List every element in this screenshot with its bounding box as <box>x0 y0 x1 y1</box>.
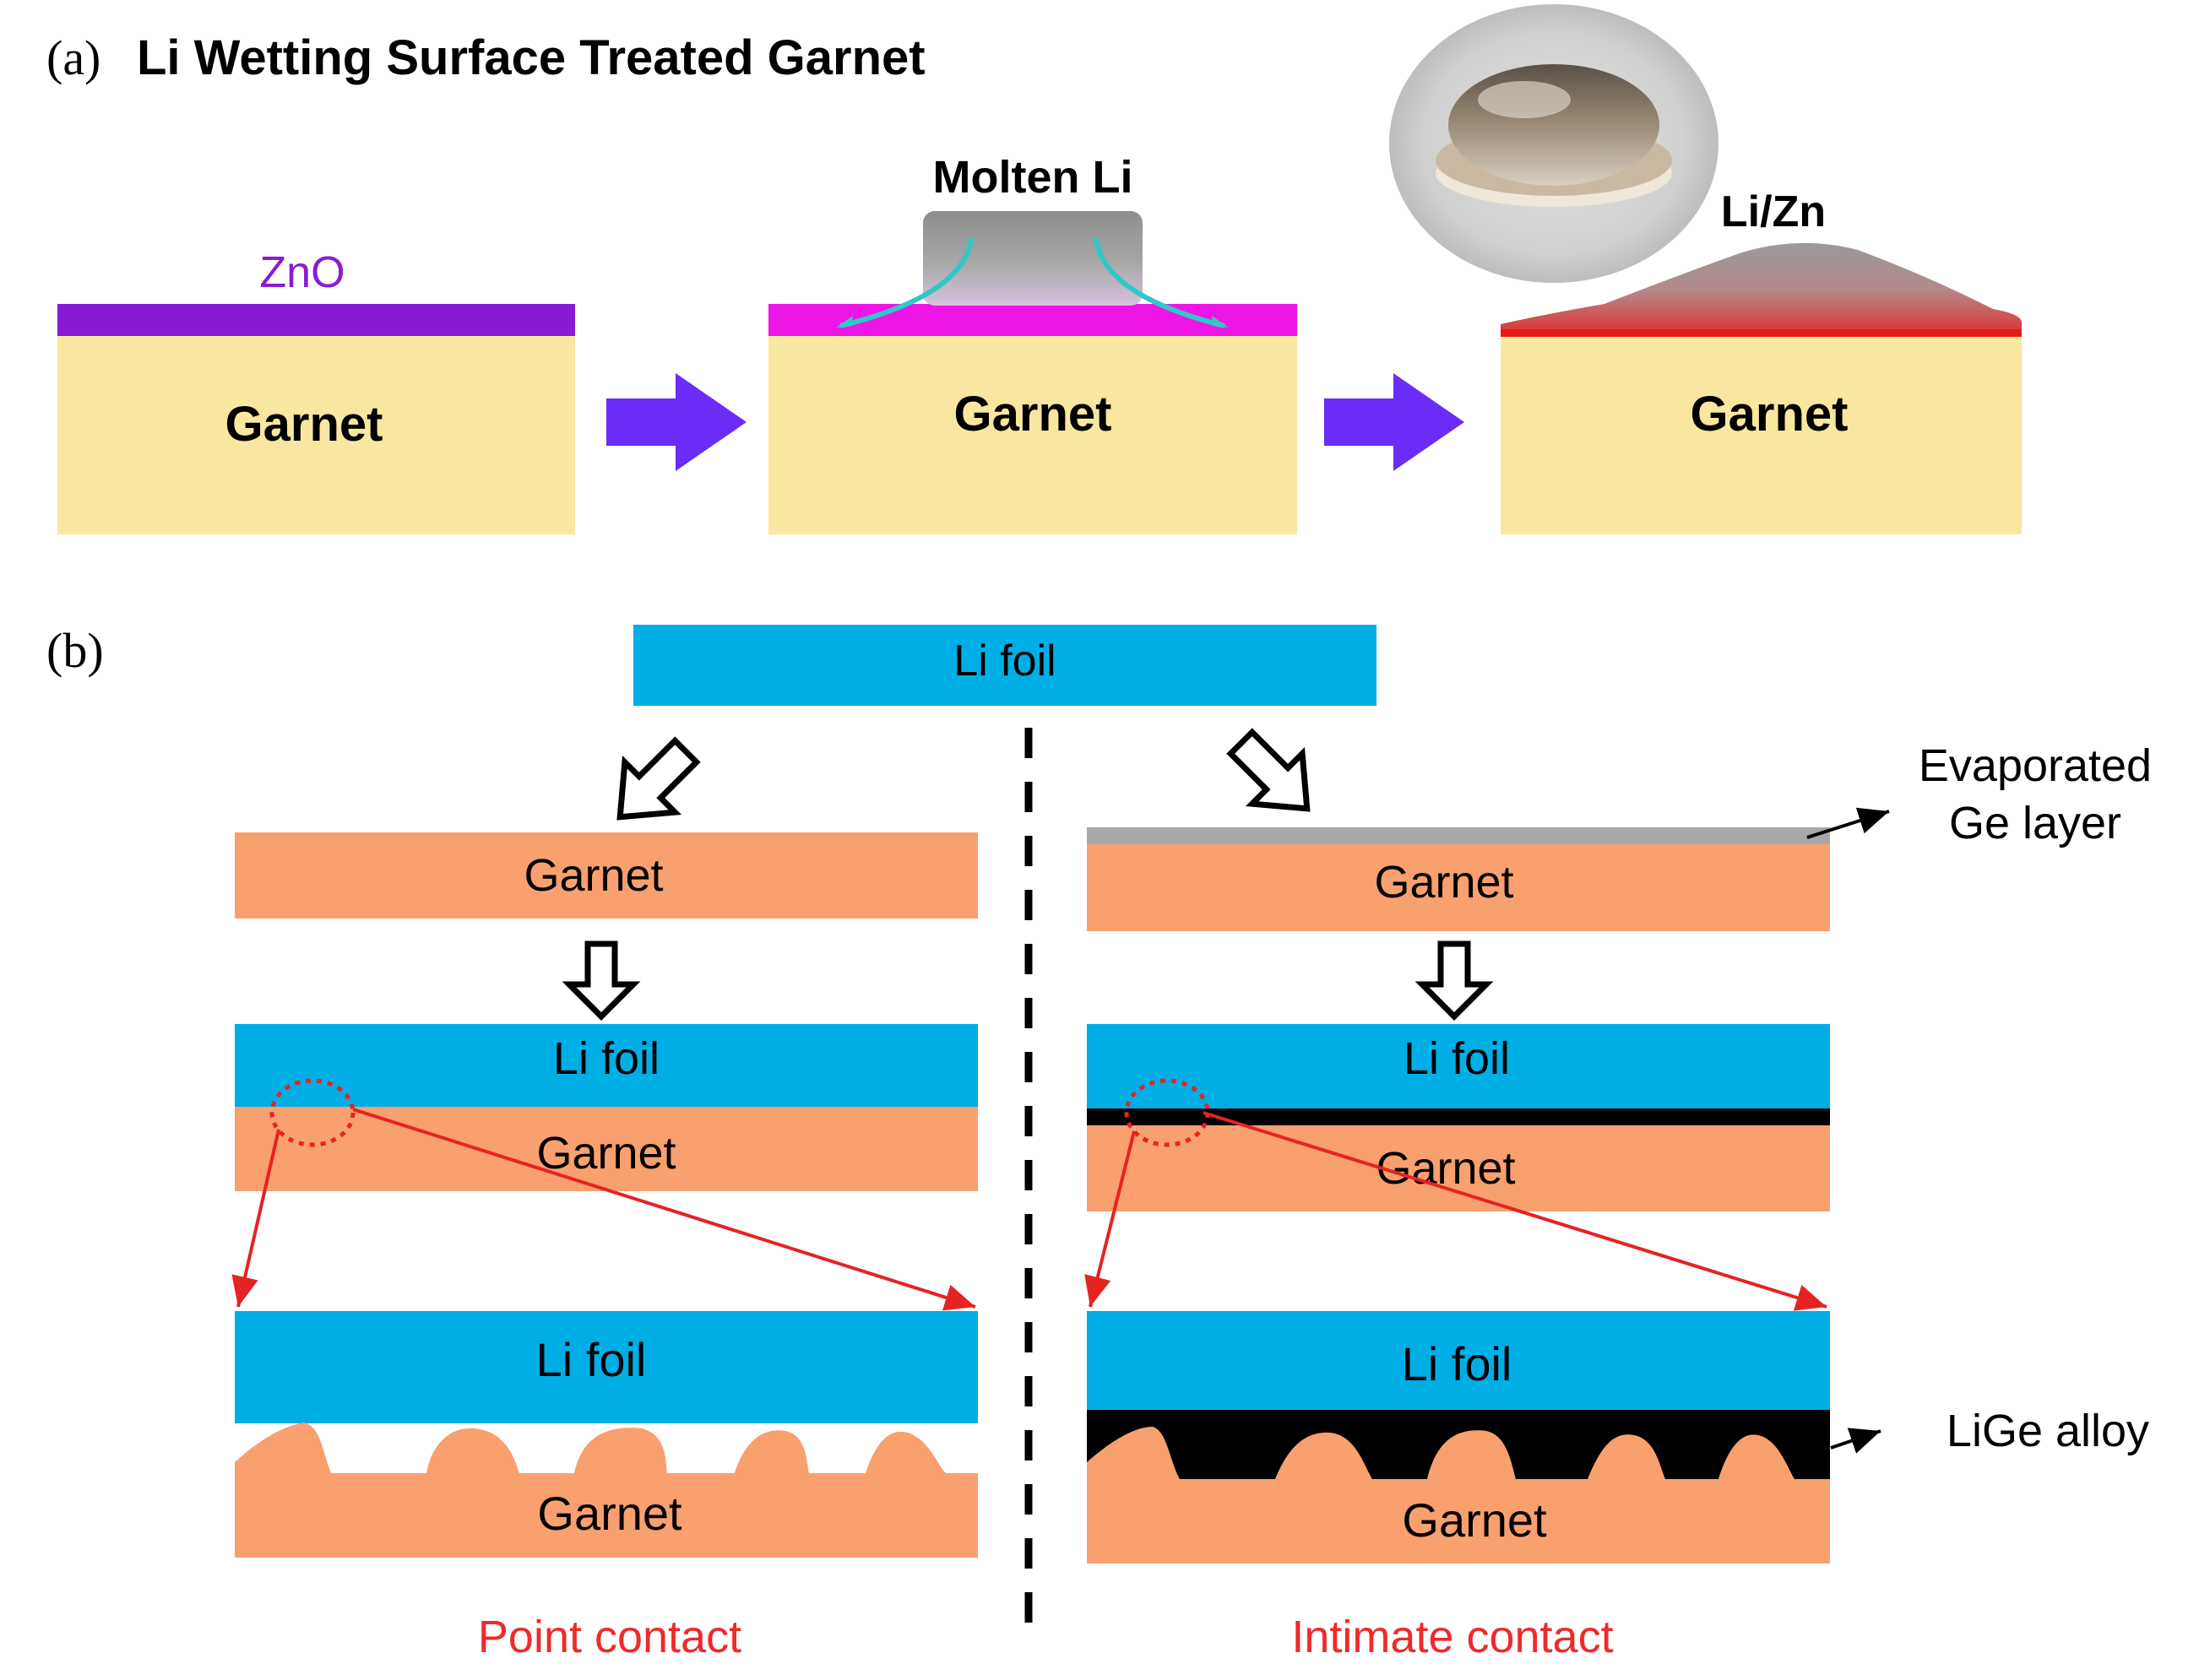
panel-a-title: Li Wetting Surface Treated Garnet <box>137 30 926 85</box>
panel-a-label: (a) <box>46 30 100 85</box>
process-arrow-2 <box>1324 373 1464 471</box>
garnet-label-a3: Garnet <box>1691 387 1849 442</box>
right-zoom-line-1 <box>1084 1130 1136 1308</box>
ge-pointer-arrow <box>1806 807 1890 839</box>
garnet-substrate-3 <box>1501 336 2022 534</box>
lige-pointer-arrow <box>1830 1428 1881 1454</box>
step3-block: Li/Zn Garnet <box>1501 187 2022 534</box>
left-li-foil-3 <box>235 1311 978 1423</box>
spread-arrow-right <box>1094 237 1225 328</box>
right-garnet-2 <box>1087 1125 1830 1211</box>
molten-li-block <box>923 211 1143 306</box>
left-garnet-1 <box>235 832 978 919</box>
right-garnet-1 <box>1087 844 1830 931</box>
right-li-foil-2 <box>1087 1024 1830 1108</box>
photo-disc-top <box>1448 64 1659 186</box>
ge-label-line1: Evaporated <box>1919 740 2152 791</box>
spread-arrowhead-left <box>836 316 853 328</box>
lizn-interface <box>1501 329 2022 337</box>
garnet-label-a1: Garnet <box>225 397 383 452</box>
garnet-substrate-2 <box>768 336 1297 534</box>
right-zoom-line-2 <box>1203 1111 1827 1311</box>
lizn-label: Li/Zn <box>1721 187 1826 236</box>
hollow-arrow-down-left <box>562 940 641 1021</box>
right-garnet-3-label: Garnet <box>1402 1493 1547 1547</box>
right-rough-garnet <box>1087 1427 1830 1563</box>
panel-b-label: (b) <box>46 623 104 678</box>
intimate-contact-caption: Intimate contact <box>1291 1612 1613 1662</box>
step1-block: ZnO Garnet <box>57 248 575 534</box>
right-li-foil-3-label: Li foil <box>1402 1337 1512 1390</box>
process-arrow-1 <box>606 373 747 471</box>
right-lige-thin-layer <box>1087 1108 1830 1125</box>
zno-label: ZnO <box>259 248 345 297</box>
top-li-foil <box>633 625 1376 706</box>
right-garnet-1-label: Garnet <box>1374 857 1513 908</box>
ge-layer <box>1087 827 1830 844</box>
lizn-dome <box>1501 242 2022 336</box>
left-garnet-1-label: Garnet <box>524 850 663 901</box>
left-garnet-2 <box>235 1107 978 1191</box>
top-li-foil-label: Li foil <box>953 637 1056 686</box>
step2-block: Molten Li Garnet <box>768 152 1297 534</box>
left-garnet-2-label: Garnet <box>536 1128 676 1179</box>
sample-photo-inset <box>1389 4 1718 283</box>
left-zoom-circle <box>269 1078 356 1147</box>
ge-label-line2: Ge layer <box>1949 798 2121 848</box>
molten-li-label: Molten Li <box>933 152 1133 203</box>
right-li-foil-3 <box>1087 1311 1830 1410</box>
hollow-arrow-diag-left <box>616 736 701 821</box>
lige-alloy-label: LiGe alloy <box>1947 1406 2149 1456</box>
left-li-foil-3-label: Li foil <box>536 1333 647 1386</box>
left-li-foil-2 <box>235 1024 978 1107</box>
hollow-arrow-down-right <box>1414 940 1494 1021</box>
spread-arrow-left <box>839 237 974 328</box>
left-li-foil-2-label: Li foil <box>553 1033 660 1084</box>
left-garnet-3-label: Garnet <box>537 1487 682 1540</box>
hollow-arrow-diag-right <box>1226 728 1311 812</box>
right-garnet-2-label: Garnet <box>1376 1143 1515 1194</box>
garnet-substrate-1 <box>57 336 575 534</box>
point-contact-caption: Point contact <box>478 1612 741 1662</box>
photo-highlight <box>1478 81 1571 118</box>
spread-arrowhead-right <box>1212 316 1229 328</box>
left-zoom-line-1 <box>231 1129 280 1308</box>
left-zoom-line-2 <box>352 1108 976 1311</box>
garnet-label-a2: Garnet <box>954 387 1112 442</box>
zno-layer <box>57 304 575 336</box>
left-rough-garnet <box>235 1423 978 1558</box>
right-li-foil-2-label: Li foil <box>1404 1033 1510 1084</box>
